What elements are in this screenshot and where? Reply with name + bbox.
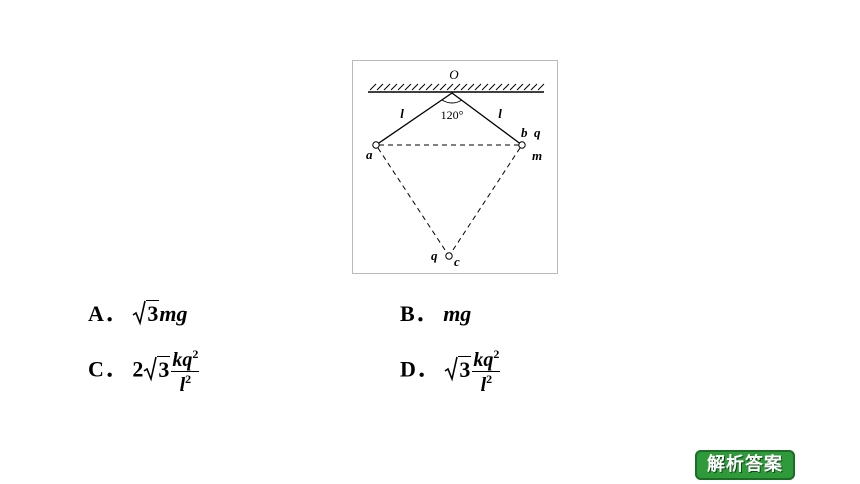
option-c-coef: 2 (132, 356, 144, 382)
option-d-numerator: kq2 (472, 347, 501, 372)
show-answer-button[interactable]: 解析答案 (695, 450, 795, 480)
charge-a (372, 141, 380, 149)
charge-b (518, 141, 526, 149)
label-b: b (521, 125, 528, 140)
label-c: c (454, 254, 460, 269)
option-c-denominator: l2 (171, 372, 199, 395)
numerator-exponent: 2 (192, 347, 199, 361)
sqrt-symbol: 3 (132, 300, 160, 327)
numerator-text: kq (172, 349, 193, 371)
numerator-text: kq (473, 349, 494, 371)
label-l-left: l (400, 106, 404, 121)
option-d-label: D． (400, 356, 439, 382)
label-angle: 120° (441, 108, 464, 122)
denominator-exponent: 2 (486, 372, 493, 386)
ceiling-hatching (369, 83, 545, 91)
string-left (375, 92, 453, 146)
option-d-denominator: l2 (472, 372, 500, 395)
option-c-numerator: kq2 (171, 347, 200, 372)
option-b[interactable]: B． mg (400, 296, 471, 328)
option-a[interactable]: A． 3mg (88, 296, 188, 328)
numerator-exponent: 2 (493, 347, 500, 361)
dashed-triangle (377, 144, 521, 254)
option-b-label: B． (400, 301, 438, 326)
option-b-text: mg (443, 301, 472, 326)
angle-arc (441, 99, 463, 104)
option-a-tail: mg (159, 301, 188, 326)
denominator-text: l (179, 374, 186, 396)
option-a-radicand: 3 (146, 300, 160, 326)
label-l-right: l (498, 106, 502, 121)
charge-c (445, 252, 453, 260)
label-O: O (449, 67, 459, 82)
option-a-label: A． (88, 301, 127, 326)
sqrt-symbol: 3 (444, 355, 472, 383)
label-a: a (366, 147, 373, 162)
sqrt-symbol: 3 (143, 355, 171, 383)
option-d-radicand: 3 (458, 355, 472, 382)
string-right (451, 92, 523, 146)
label-q-b: q (534, 125, 541, 140)
denominator-exponent: 2 (185, 372, 192, 386)
option-c-label: C． (88, 356, 127, 382)
option-c-radicand: 3 (157, 355, 171, 382)
label-m: m (532, 148, 542, 163)
label-q-c: q (431, 248, 438, 263)
denominator-text: l (480, 374, 487, 396)
physics-diagram: O 120° l l a b q m q c (352, 60, 558, 274)
